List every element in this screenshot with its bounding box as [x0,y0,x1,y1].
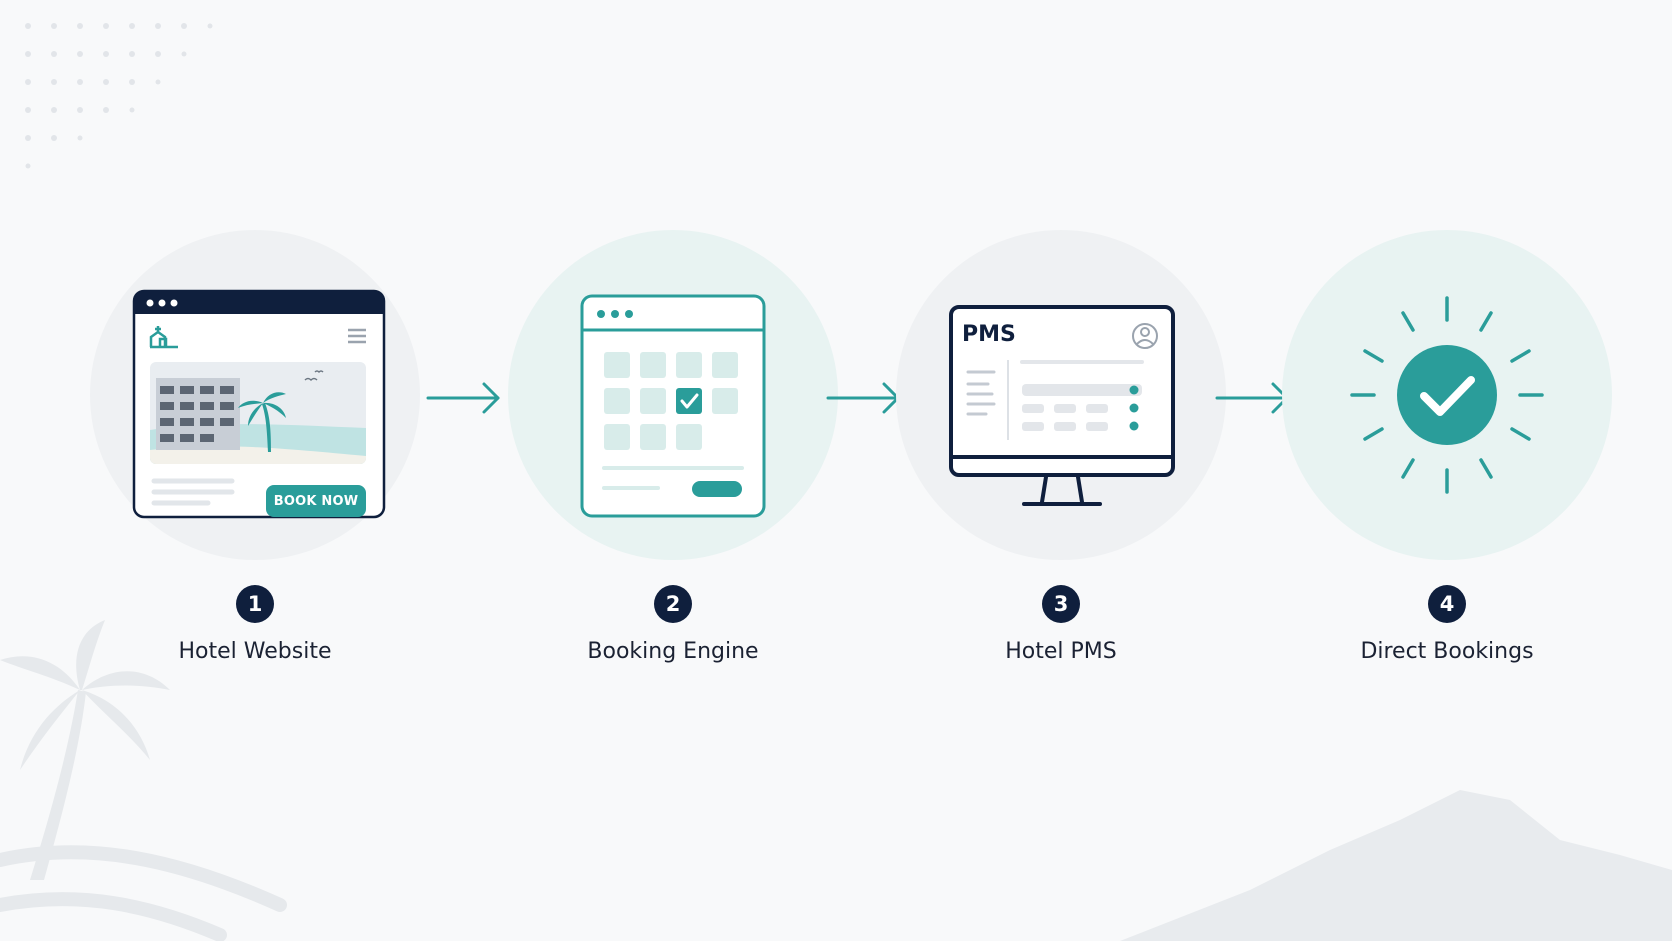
pms-screen-title: PMS [962,322,1016,347]
step-hotel-pms: PMS 3 Hotel PMS [891,230,1231,664]
step-circle [508,230,838,560]
step-label: Direct Bookings [1360,639,1534,664]
step-number-badge: 3 [1042,585,1080,623]
mountain-decoration [1120,790,1672,941]
dot-grid-decoration [25,23,213,169]
book-now-button: BOOK NOW [266,485,366,517]
step-booking-engine: 2 Booking Engine [503,230,843,664]
arrow-right-icon [426,382,500,414]
step-label: Hotel PMS [1005,639,1117,664]
step-label: Booking Engine [587,639,759,664]
step-circle: PMS [896,230,1226,560]
step-circle: BOOK NOW [90,230,420,560]
step-number-badge: 2 [654,585,692,623]
step-circle [1282,230,1612,560]
check-circle-icon [1350,296,1544,494]
step-direct-bookings: 4 Direct Bookings [1277,230,1617,664]
step-hotel-website: BOOK NOW 1 Hotel Website [85,230,425,664]
user-avatar-icon [1132,323,1158,349]
calendar-icon [580,294,766,518]
monitor-icon [949,305,1175,506]
palm-tree-decoration [0,620,170,880]
browser-window-icon [132,289,386,519]
wave-decoration [0,845,287,941]
step-label: Hotel Website [178,639,332,664]
step-number-badge: 1 [236,585,274,623]
step-number-badge: 4 [1428,585,1466,623]
